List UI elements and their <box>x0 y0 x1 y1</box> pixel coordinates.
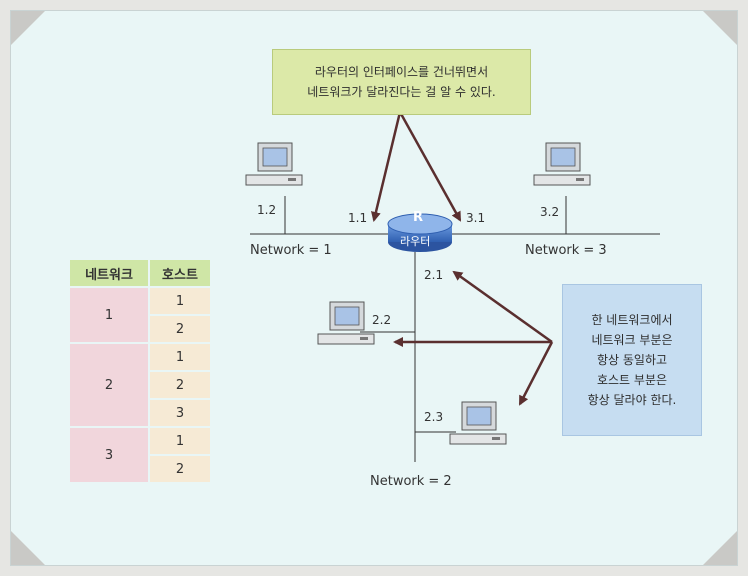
router-icon <box>387 213 453 252</box>
network-host-table: 네트워크 호스트 1 1 2 2 1 2 3 3 1 2 <box>68 258 212 484</box>
host-cell: 3 <box>150 400 210 426</box>
router-label: 라우터 <box>400 235 431 248</box>
computer-icon <box>245 142 303 186</box>
host-cell: 1 <box>150 288 210 314</box>
table-row: 2 1 <box>70 344 210 426</box>
computer-icon <box>449 401 507 445</box>
address-label-1-1: 1.1 <box>348 211 368 225</box>
address-label-3-1: 3.1 <box>466 211 486 225</box>
address-label-2-1: 2.1 <box>424 268 444 282</box>
table-row: 2 <box>70 316 210 342</box>
arrow-to-2-3 <box>518 341 554 406</box>
arrow-to-1-1 <box>371 111 402 222</box>
host-cell: 1 <box>150 344 210 370</box>
router-badge: R <box>413 210 424 225</box>
table-header-network: 네트워크 <box>70 260 148 286</box>
table-row: 2 <box>70 372 210 398</box>
arrow-to-2-1 <box>452 270 553 344</box>
network-cell: 3 <box>70 428 148 482</box>
network-label-1: Network = 1 <box>250 243 332 258</box>
table-row: 3 1 <box>70 428 210 482</box>
table-row: 1 1 <box>70 288 210 342</box>
callout-network-host: 한 네트워크에서 네트워크 부분은 항상 동일하고 호스트 부분은 항상 달라야… <box>562 284 702 436</box>
photo-corner <box>11 531 45 565</box>
host-cell: 2 <box>150 456 210 482</box>
callout-line: 항상 달라야 한다. <box>587 393 677 407</box>
photo-corner <box>703 11 737 45</box>
photo-corner <box>11 11 45 45</box>
callout-line: 네트워크가 달라진다는 걸 알 수 있다. <box>307 85 496 99</box>
computer-icon <box>317 301 375 345</box>
computer-icon <box>533 142 591 186</box>
address-label-3-2: 3.2 <box>540 205 560 219</box>
address-label-1-2: 1.2 <box>257 203 277 217</box>
callout-line: 호스트 부분은 <box>596 373 668 387</box>
address-label-2-2: 2.2 <box>372 313 392 327</box>
table-row: 2 <box>70 456 210 482</box>
callout-line: 항상 동일하고 <box>596 353 668 367</box>
callout-interfaces: 라우터의 인터페이스를 건너뛰면서 네트워크가 달라진다는 걸 알 수 있다. <box>272 49 531 115</box>
photo-corner <box>703 531 737 565</box>
table-row: 3 <box>70 400 210 426</box>
table-header-host: 호스트 <box>150 260 210 286</box>
arrow-to-3-1 <box>398 111 462 222</box>
network-cell: 1 <box>70 288 148 342</box>
host-cell: 2 <box>150 316 210 342</box>
network-label-3: Network = 3 <box>525 243 607 258</box>
host-cell: 2 <box>150 372 210 398</box>
network-label-2: Network = 2 <box>370 474 452 489</box>
network-cell: 2 <box>70 344 148 426</box>
host-cell: 1 <box>150 428 210 454</box>
address-label-2-3: 2.3 <box>424 410 444 424</box>
callout-line: 네트워크 부분은 <box>591 333 673 347</box>
callout-line: 라우터의 인터페이스를 건너뛰면서 <box>314 65 489 79</box>
callout-line: 한 네트워크에서 <box>591 313 673 327</box>
